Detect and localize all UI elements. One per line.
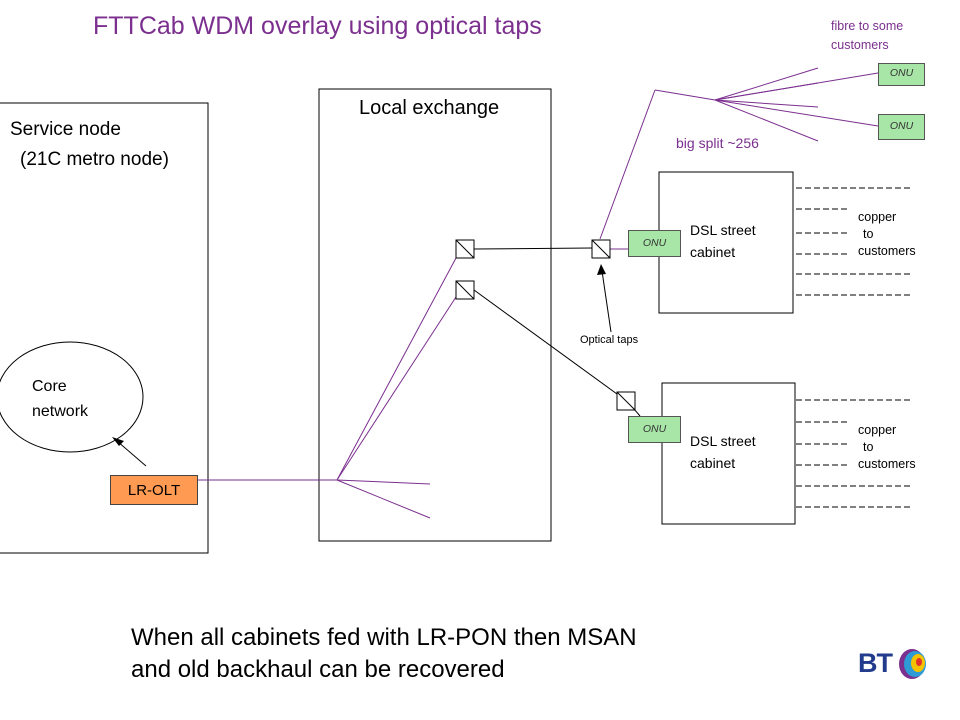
- copper-lines-bottom: [796, 399, 910, 508]
- optical-taps-arrowhead: [597, 264, 606, 275]
- optical-taps-arrow: [601, 270, 612, 333]
- fibre-note-line-1: fibre to some: [831, 19, 904, 33]
- copper-label-bottom: copper to customers: [858, 422, 916, 473]
- bt-logo-text: BT: [858, 648, 893, 678]
- onu-label: ONU: [642, 237, 667, 249]
- copper-top-line-2: to: [863, 227, 874, 241]
- fibre-note-line-2: customers: [831, 38, 889, 52]
- optical-taps-label: Optical taps: [580, 334, 639, 346]
- copper-top-line-3: customers: [858, 244, 916, 258]
- dsl-cabinet-top-label: DSL street cabinet: [690, 219, 756, 263]
- lr-olt-box: LR-OLT: [110, 475, 198, 505]
- olt-to-core-arrow: [116, 440, 147, 467]
- bt-piper-icon: [899, 649, 926, 679]
- copper-bottom-line-2: to: [863, 440, 874, 454]
- bottom-caption: When all cabinets fed with LR-PON then M…: [131, 622, 637, 686]
- fibre-note: fibre to some customers: [831, 17, 903, 55]
- onu-label: ONU: [889, 67, 914, 79]
- black-links: [473, 247, 641, 417]
- onu-cabinet-bottom: ONU: [628, 416, 681, 443]
- dsl-cabinet-bottom-label: DSL street cabinet: [690, 430, 756, 474]
- core-network-ellipse: [0, 341, 144, 453]
- onu-fibre-1: ONU: [878, 63, 925, 86]
- service-node-line-1: Service node: [10, 119, 121, 140]
- bottom-caption-line-2: and old backhaul can be recovered: [131, 656, 505, 683]
- service-node-box: [0, 102, 209, 554]
- local-exchange-box: [318, 88, 552, 542]
- copper-top-line-1: copper: [858, 210, 897, 224]
- local-exchange-label: Local exchange: [359, 97, 500, 119]
- service-node-label: Service node (21C metro node): [10, 115, 169, 175]
- onu-label: ONU: [642, 423, 667, 435]
- dsl-cabinet-top-line-2: cabinet: [690, 244, 736, 260]
- bottom-caption-line-1: When all cabinets fed with LR-PON then M…: [131, 624, 637, 651]
- dsl-cabinet-top-line-1: DSL street: [690, 222, 756, 238]
- fibre-lines: [198, 67, 879, 519]
- dsl-cabinet-bottom-line-1: DSL street: [690, 433, 756, 449]
- copper-lines-top: [796, 187, 910, 296]
- dsl-cabinet-bottom-box: [661, 382, 796, 525]
- olt-to-core-arrowhead: [112, 437, 124, 446]
- copper-label-top: copper to customers: [858, 209, 916, 260]
- copper-bottom-line-1: copper: [858, 423, 897, 437]
- core-network-line-1: Core: [32, 378, 67, 395]
- core-network-line-2: network: [32, 403, 89, 420]
- core-network-label: Core network: [32, 374, 88, 424]
- onu-fibre-2: ONU: [878, 114, 925, 140]
- service-node-line-2: (21C metro node): [20, 149, 169, 170]
- optical-tap: [455, 239, 636, 411]
- onu-cabinet-top: ONU: [628, 230, 681, 257]
- dsl-cabinet-bottom-line-2: cabinet: [690, 455, 736, 471]
- copper-bottom-line-3: customers: [858, 457, 916, 471]
- onu-label: ONU: [889, 120, 914, 132]
- big-split-label: big split ~256: [676, 135, 759, 151]
- page-title: FTTCab WDM overlay using optical taps: [93, 12, 542, 40]
